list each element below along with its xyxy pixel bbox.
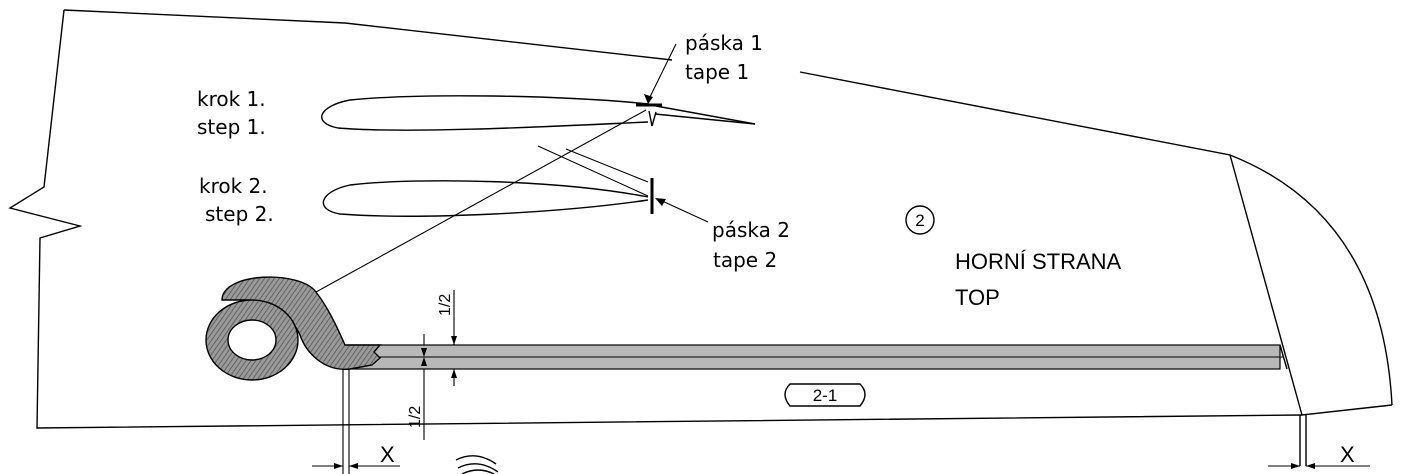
strip-number-frame [784, 383, 866, 407]
airfoil-step2 [322, 145, 709, 223]
step2-label-cz: krok 2. [199, 174, 268, 198]
part-number: 2 [915, 211, 924, 230]
peel-line [315, 109, 647, 293]
part-number-circle [905, 205, 935, 235]
half-label-top: 1/2 [437, 294, 454, 316]
offset-dimension-left [312, 369, 400, 474]
offset-label-right: X [1340, 442, 1355, 467]
tape1-label-cz: páska 1 [685, 31, 763, 55]
airfoil-step1 [321, 43, 756, 131]
tape-strip [347, 344, 1288, 370]
strip-number: 2-1 [813, 386, 838, 405]
step1-label-en: step 1. [197, 115, 266, 139]
offset-label-left: X [380, 442, 395, 467]
step1-label-cz: krok 1. [197, 87, 266, 111]
half-width-dimensions [421, 290, 457, 440]
offset-dimension-right [1268, 463, 1370, 469]
side-label-cz: HORNÍ STRANA [955, 249, 1122, 274]
step2-label-en: step 2. [205, 202, 274, 226]
side-label-en: TOP [955, 285, 1000, 310]
arc-symbol-icon [455, 455, 499, 474]
half-label-bottom: 1/2 [407, 406, 424, 428]
wing-outline [8, 9, 1393, 466]
tape-roll-icon [205, 276, 382, 381]
tape1-label-en: tape 1 [685, 60, 749, 84]
tape2-label-en: tape 2 [713, 248, 777, 272]
tape2-label-cz: páska 2 [712, 218, 790, 242]
